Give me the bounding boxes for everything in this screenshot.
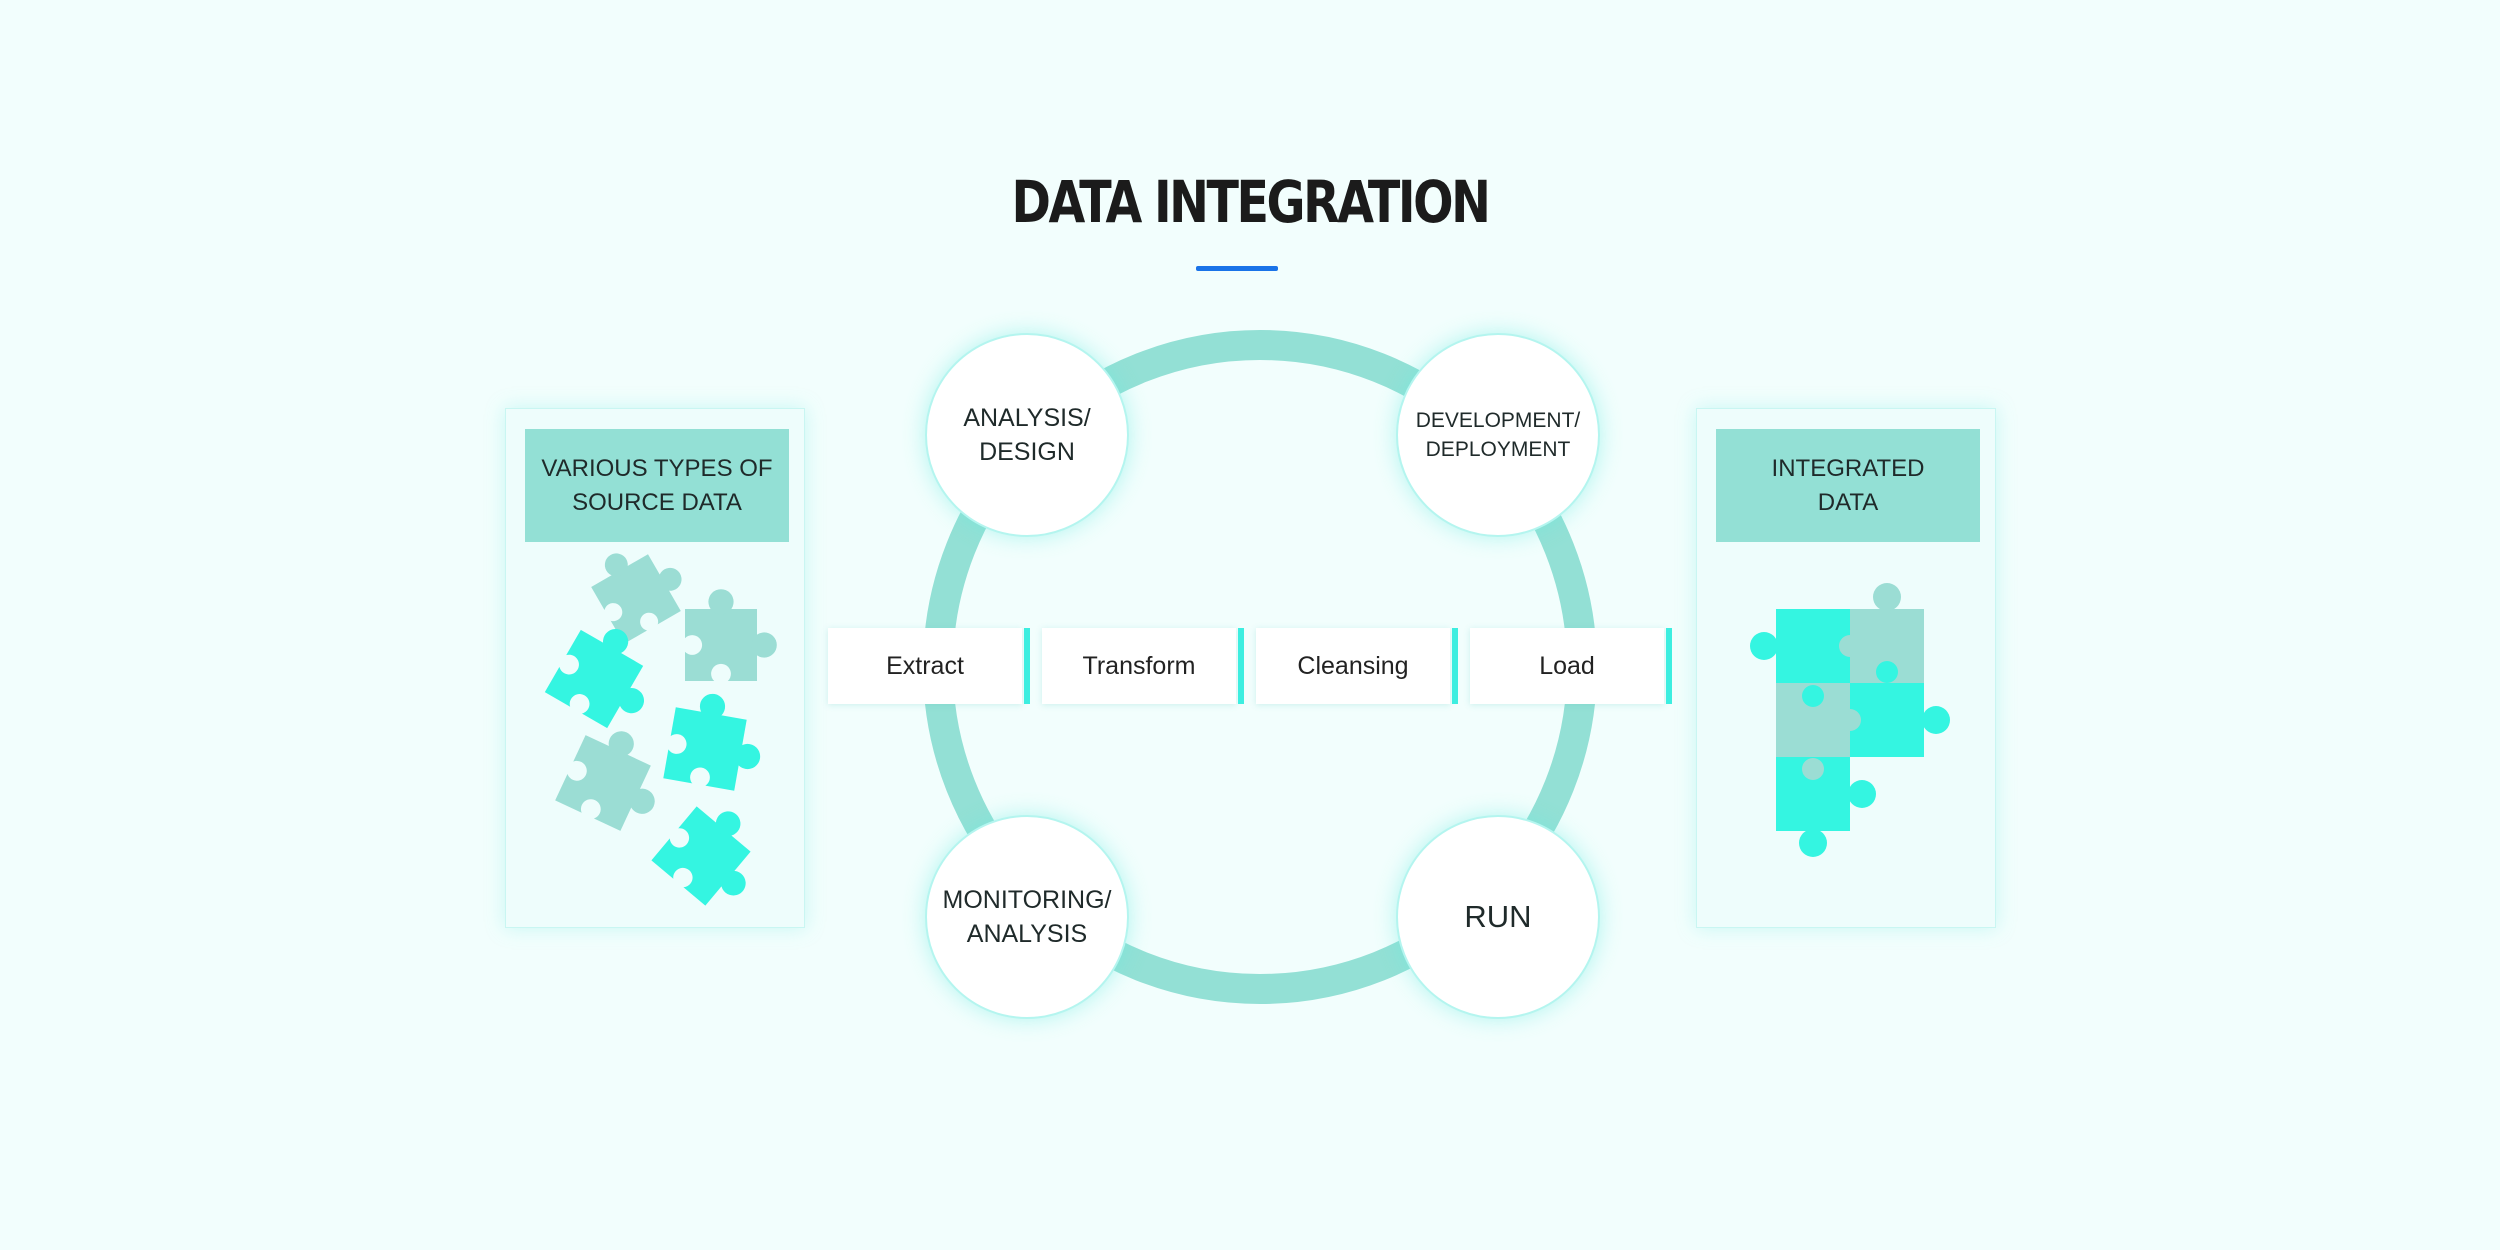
process-extract-label: Extract xyxy=(886,651,964,680)
source-data-header: VARIOUS TYPES OF SOURCE DATA xyxy=(525,429,789,542)
process-load: Load xyxy=(1470,628,1672,704)
puzzle-pieces-assembled-icon xyxy=(1750,583,1950,857)
stage-run: RUN xyxy=(1396,815,1600,1019)
process-cleansing-accent xyxy=(1452,628,1458,704)
process-transform-accent xyxy=(1238,628,1244,704)
stage-development-deployment: DEVELOPMENT/ DEPLOYMENT xyxy=(1396,333,1600,537)
integrated-data-header: INTEGRATED DATA xyxy=(1716,429,1980,542)
process-cleansing-label: Cleansing xyxy=(1297,651,1409,680)
process-transform: Transform xyxy=(1042,628,1244,704)
process-load-label: Load xyxy=(1539,651,1595,680)
integrated-data-panel: INTEGRATED DATA xyxy=(1696,408,1996,928)
stage-monitoring-analysis: MONITORING/ ANALYSIS xyxy=(925,815,1129,1019)
stage-analysis-design: ANALYSIS/ DESIGN xyxy=(925,333,1129,537)
process-extract: Extract xyxy=(828,628,1030,704)
process-transform-label: Transform xyxy=(1082,651,1196,680)
page-title: DATA INTEGRATION xyxy=(1011,168,1491,236)
title-underline xyxy=(1196,266,1278,271)
puzzle-pieces-scattered-icon xyxy=(541,529,778,919)
process-cleansing: Cleansing xyxy=(1256,628,1458,704)
process-load-accent xyxy=(1666,628,1672,704)
process-extract-accent xyxy=(1024,628,1030,704)
source-data-panel: VARIOUS TYPES OF SOURCE DATA xyxy=(505,408,805,928)
